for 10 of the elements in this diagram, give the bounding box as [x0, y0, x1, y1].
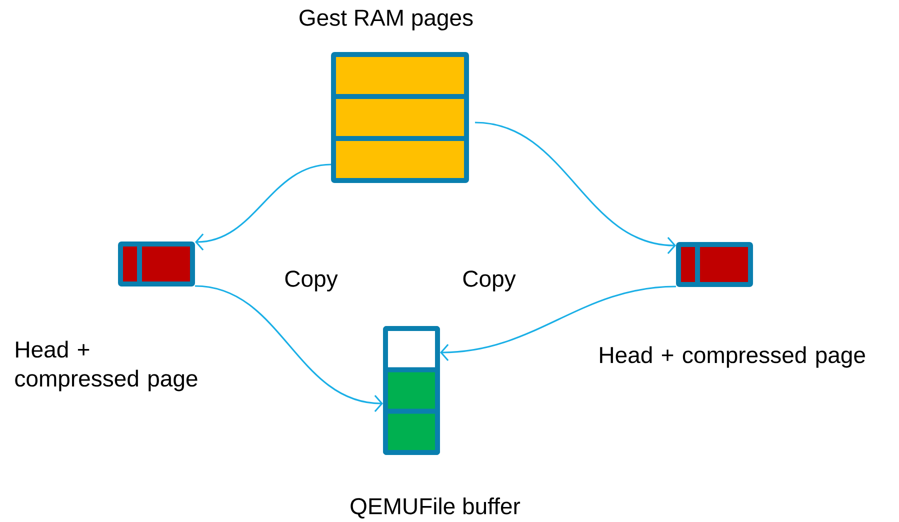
- text-label: Copy: [285, 270, 338, 292]
- curved-arrow: [440, 286, 676, 362]
- block-caption: Head + compressed page: [600, 346, 865, 368]
- block-caption: QEMUFile buffer: [350, 498, 520, 518]
- curved-arrow: [474, 122, 676, 254]
- text-label: Copy: [463, 270, 516, 292]
- curved-arrow: [194, 285, 383, 412]
- block-caption: Head + compressed page: [15, 340, 198, 392]
- block-caption: Gest RAM pages: [300, 10, 473, 30]
- curved-arrow: [195, 164, 332, 251]
